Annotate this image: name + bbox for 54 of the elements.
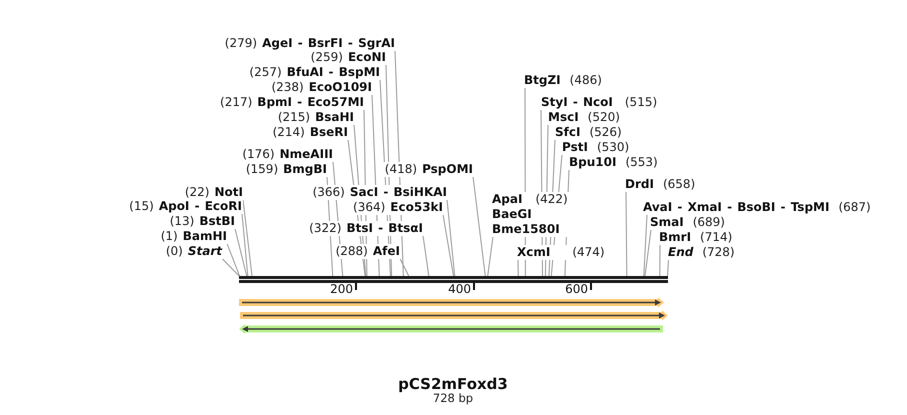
enzyme-site-label: (418) PspOMI [384, 162, 474, 176]
enzyme-site-label: (1) BamHI [160, 228, 228, 244]
leader-line [626, 191, 628, 276]
enzyme-site-label: (322) BtsI - BtsαI [308, 220, 424, 236]
tick-label: 200 [330, 282, 353, 296]
tick-label: 600 [565, 282, 588, 296]
enzyme-site-label: (22) NotI [184, 184, 244, 200]
leader-line [644, 229, 652, 276]
leader-line [226, 243, 240, 276]
enzyme-site-label: (257) BfuAI - BspMI [248, 64, 381, 80]
enzyme-site-label: (279) AgeI - BsrFI - SgrAI [224, 36, 396, 50]
enzyme-site-label: BtgZI (486) [523, 72, 603, 88]
enzyme-site-label: (288) AfeI [334, 244, 401, 258]
enzyme-site-label: (366) SacI - BsiHKAI [312, 184, 448, 200]
enzyme-site-label: (238) EcoO109I [270, 80, 373, 94]
leader-line [222, 258, 240, 276]
enzyme-site-label: (176) NmeAIII [241, 146, 334, 162]
sequence-end-label: (0) Start [164, 244, 223, 258]
enzyme-site-label: Bpu10I (553) [568, 154, 659, 170]
leader-line [472, 176, 486, 276]
enzyme-site-label: (364) Eco53kI [352, 200, 444, 214]
leader-line [446, 199, 456, 276]
leader-line [518, 259, 519, 276]
sequence-bar [239, 276, 668, 283]
enzyme-site-label: SmaI (689) [649, 214, 726, 230]
leader-line [487, 236, 494, 276]
enzyme-site-label: (13) BstBI [168, 214, 236, 228]
sequence-end-label: End (728) [667, 244, 736, 260]
enzyme-site-label: (15) ApoI - EcoRI [128, 198, 243, 214]
enzyme-site-label: (259) EcoNI [310, 50, 387, 64]
sequence-length: 728 bp [432, 392, 474, 405]
map-title: pCS2mFoxd3 [398, 375, 508, 393]
leader-line [242, 213, 248, 276]
enzyme-site-label: (214) BseRI [272, 124, 349, 140]
enzyme-site-label: SfcI (526) [554, 124, 623, 140]
leader-line [442, 214, 454, 276]
leader-line [400, 258, 410, 276]
enzyme-site-label: (215) BsaHI [276, 110, 355, 124]
enzyme-site-label: MscI (520) [547, 110, 621, 124]
tick-label: 400 [448, 282, 471, 296]
enzyme-site-label: BmrI (714) [658, 230, 734, 244]
enzyme-site-label: (159) BmgBI [244, 162, 328, 176]
enzyme-site-label: XcmI (474) [516, 244, 606, 260]
leader-line [643, 214, 648, 276]
enzyme-site-label: (217) BpmI - Eco57MI [219, 94, 365, 110]
enzyme-site-label: PstI (530) [561, 140, 630, 154]
leader-line [234, 228, 248, 276]
leader-line [667, 259, 669, 276]
leader-line [422, 235, 430, 276]
enzyme-site-label: ApaI (422) BaeGI Bme1580I [491, 192, 569, 236]
leader-line [659, 244, 660, 276]
enzyme-site-label: AvaI - XmaI - BsoBI - TspMI (687) [642, 200, 872, 214]
enzyme-site-label: DrdI (658) [624, 176, 696, 192]
enzyme-site-label: StyI - NcoI (515) [540, 94, 658, 110]
